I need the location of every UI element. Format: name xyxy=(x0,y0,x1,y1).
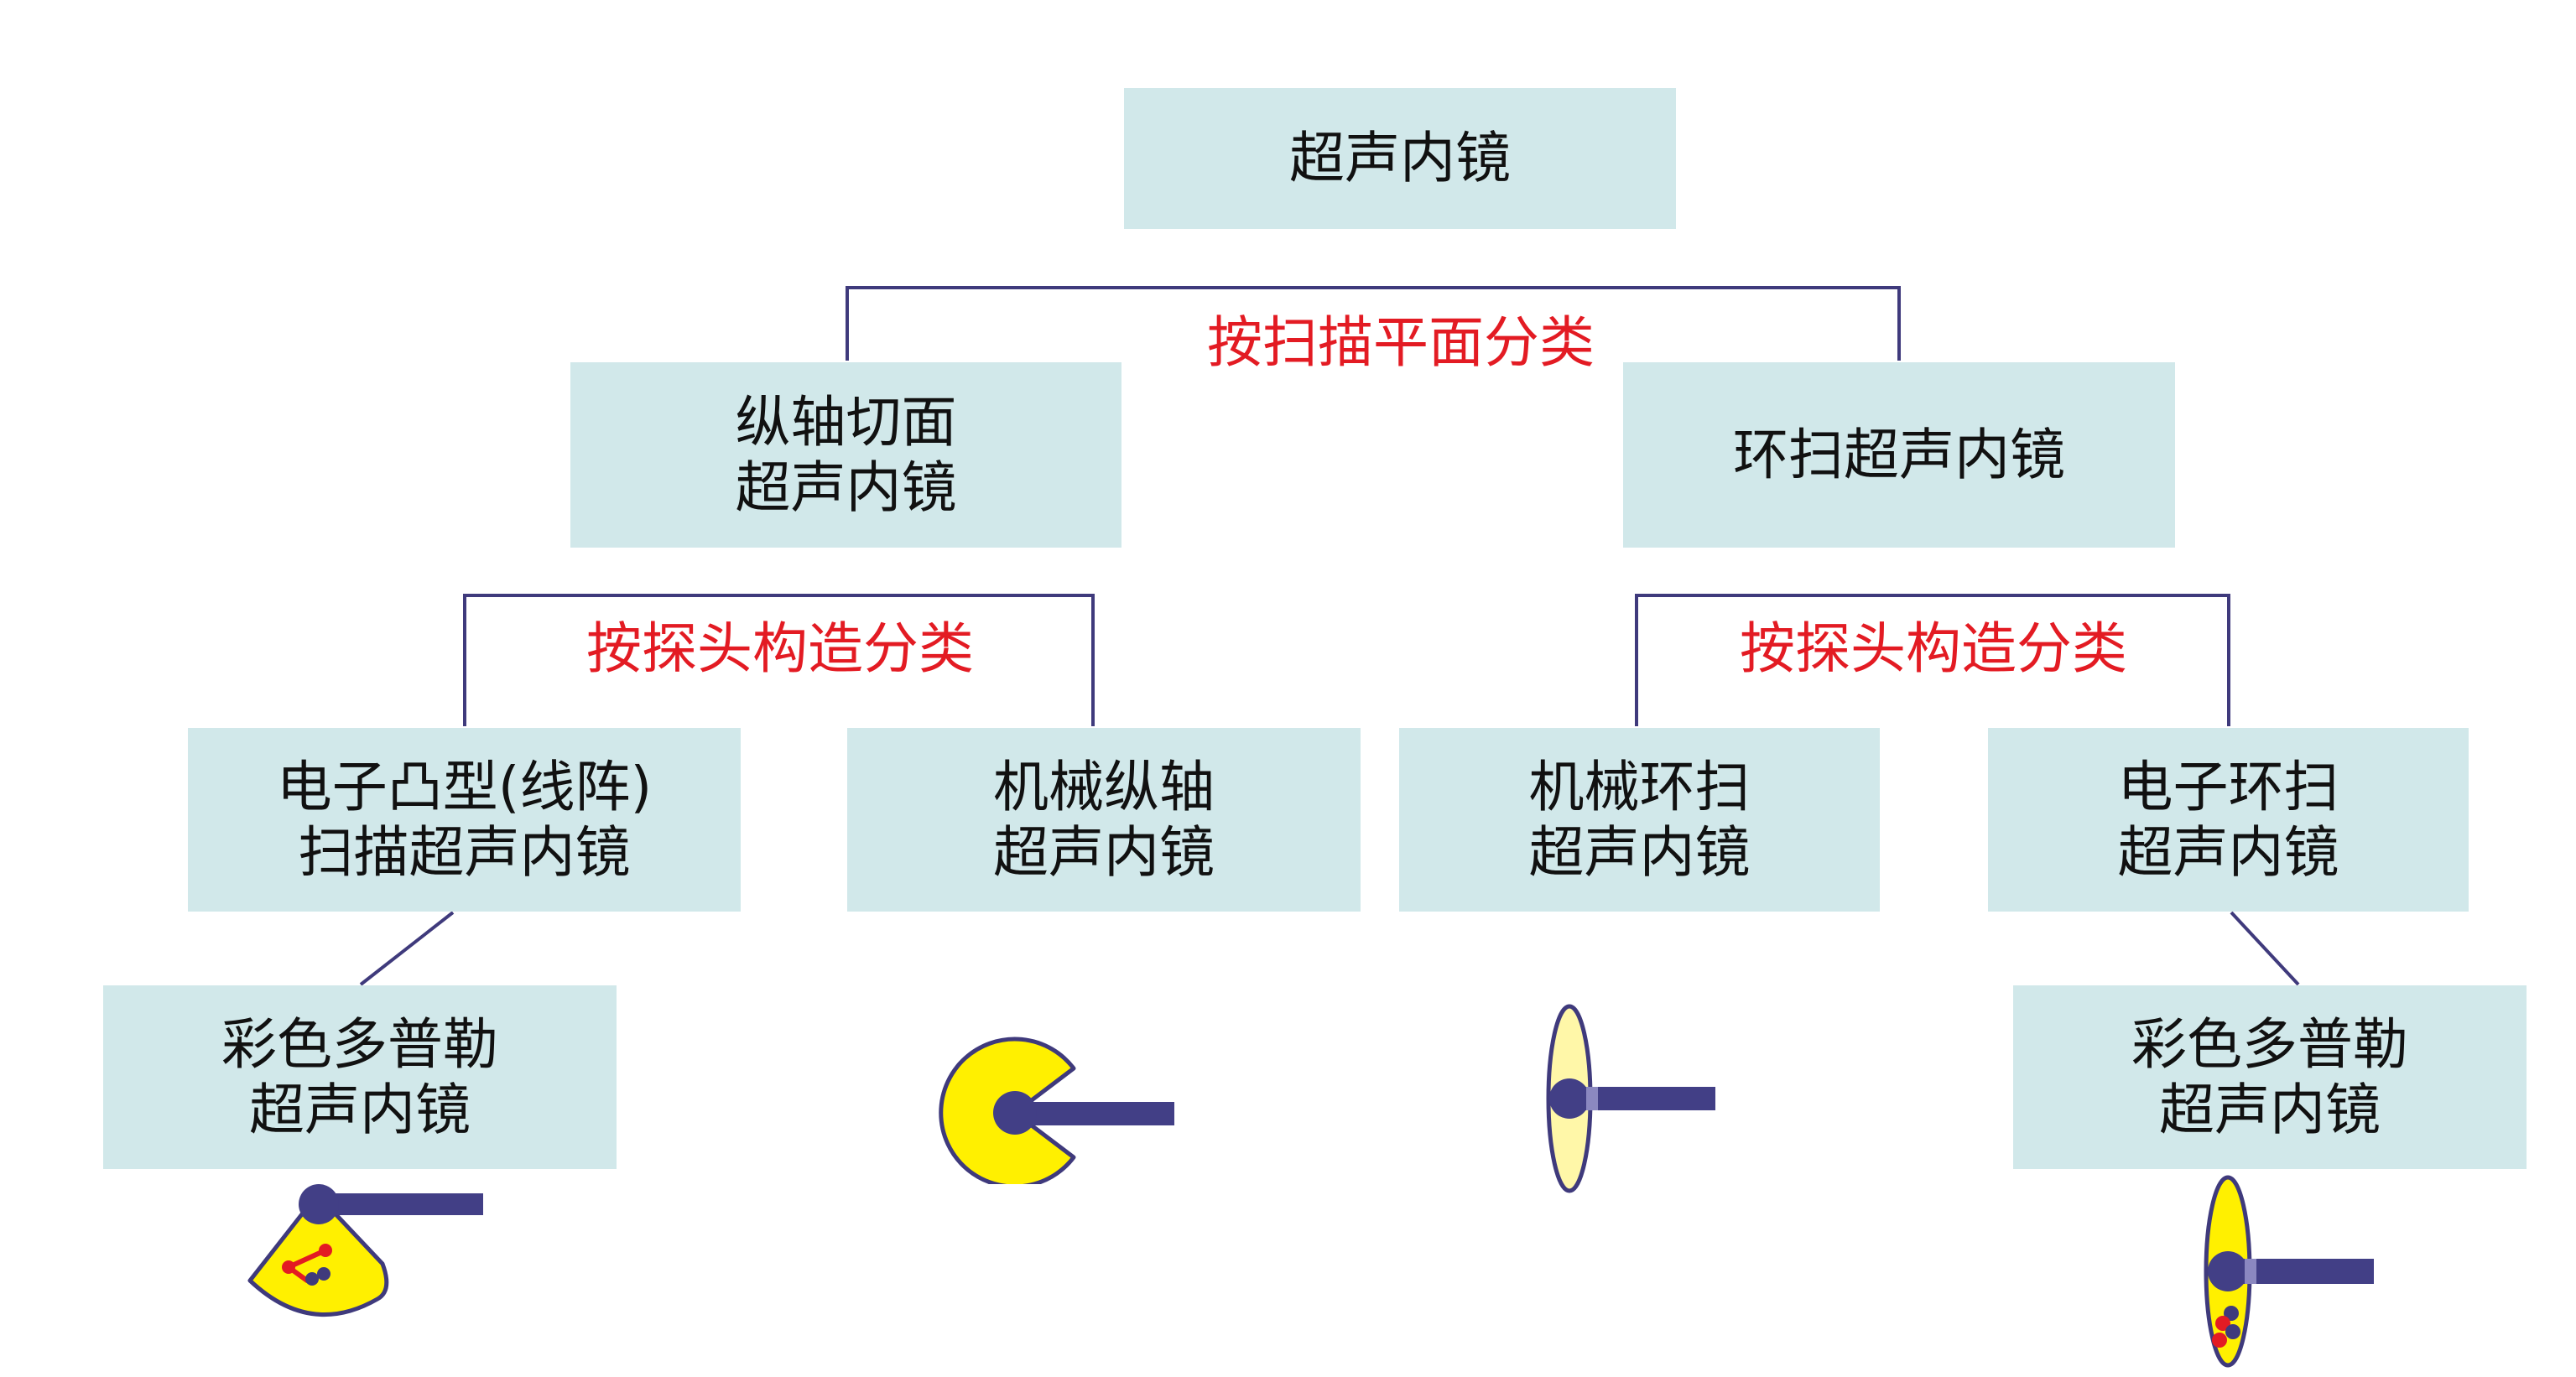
box-electronic-convex-endoscope: 电子凸型(线阵) 扫描超声内镜 xyxy=(188,728,741,912)
box-label: 纵轴切面 超声内镜 xyxy=(736,390,957,521)
mechanical-sector-probe-icon xyxy=(939,1037,1174,1184)
label-line: 电子凸型(线阵) xyxy=(276,754,653,819)
connector-root-split xyxy=(846,286,1901,361)
box-ultrasound-endoscope: 超声内镜 xyxy=(1124,88,1676,229)
label-line: 机械纵轴 xyxy=(993,754,1215,819)
box-label: 电子环扫 超声内镜 xyxy=(2118,755,2339,886)
label-line: 电子环扫 xyxy=(2117,754,2339,819)
box-label: 超声内镜 xyxy=(1289,126,1511,191)
label-line: 纵轴切面 xyxy=(735,389,957,455)
label-line: 超声内镜 xyxy=(2117,819,2339,885)
connector-convex-to-doppler xyxy=(359,911,455,986)
category-probe-construction-right: 按探头构造分类 xyxy=(1740,616,2127,681)
box-color-doppler-endoscope-right: 彩色多普勒 超声内镜 xyxy=(2013,985,2527,1169)
label-line: 扫描超声内镜 xyxy=(298,819,631,885)
box-mechanical-radial-endoscope: 机械环扫 超声内镜 xyxy=(1399,728,1880,912)
label-line: 超声内镜 xyxy=(1289,126,1511,190)
box-longitudinal-endoscope: 纵轴切面 超声内镜 xyxy=(570,362,1121,548)
box-label: 环扫超声内镜 xyxy=(1733,423,2065,488)
box-label: 机械环扫 超声内镜 xyxy=(1529,755,1751,886)
box-label: 机械纵轴 超声内镜 xyxy=(993,755,1215,886)
convex-sector-probe-icon xyxy=(247,1184,483,1317)
connector-radial-to-doppler xyxy=(2230,911,2300,986)
label-line: 超声内镜 xyxy=(2159,1077,2381,1142)
label-line: 超声内镜 xyxy=(1528,819,1751,885)
box-mechanical-longitudinal-endoscope: 机械纵轴 超声内镜 xyxy=(847,728,1361,912)
mechanical-radial-probe-icon xyxy=(1546,1004,1715,1193)
label-line: 彩色多普勒 xyxy=(2131,1011,2408,1077)
connector-left-split xyxy=(463,594,1095,726)
connector-right-split xyxy=(1635,594,2230,726)
box-label: 彩色多普勒 超声内镜 xyxy=(2131,1012,2408,1143)
category-probe-construction-left: 按探头构造分类 xyxy=(586,616,974,681)
label-line: 超声内镜 xyxy=(993,819,1215,885)
label-line: 超声内镜 xyxy=(249,1077,471,1142)
box-electronic-radial-endoscope: 电子环扫 超声内镜 xyxy=(1988,728,2469,912)
label-line: 彩色多普勒 xyxy=(221,1011,498,1077)
category-scan-plane: 按扫描平面分类 xyxy=(1207,310,1595,375)
electronic-radial-doppler-probe-icon xyxy=(2204,1175,2374,1368)
box-label: 电子凸型(线阵) 扫描超声内镜 xyxy=(277,755,653,886)
label-line: 机械环扫 xyxy=(1528,754,1751,819)
box-label: 彩色多普勒 超声内镜 xyxy=(221,1012,498,1143)
box-radial-endoscope: 环扫超声内镜 xyxy=(1623,362,2175,548)
label-line: 环扫超声内镜 xyxy=(1733,422,2065,487)
label-line: 超声内镜 xyxy=(735,455,957,520)
box-color-doppler-endoscope-left: 彩色多普勒 超声内镜 xyxy=(103,985,617,1169)
